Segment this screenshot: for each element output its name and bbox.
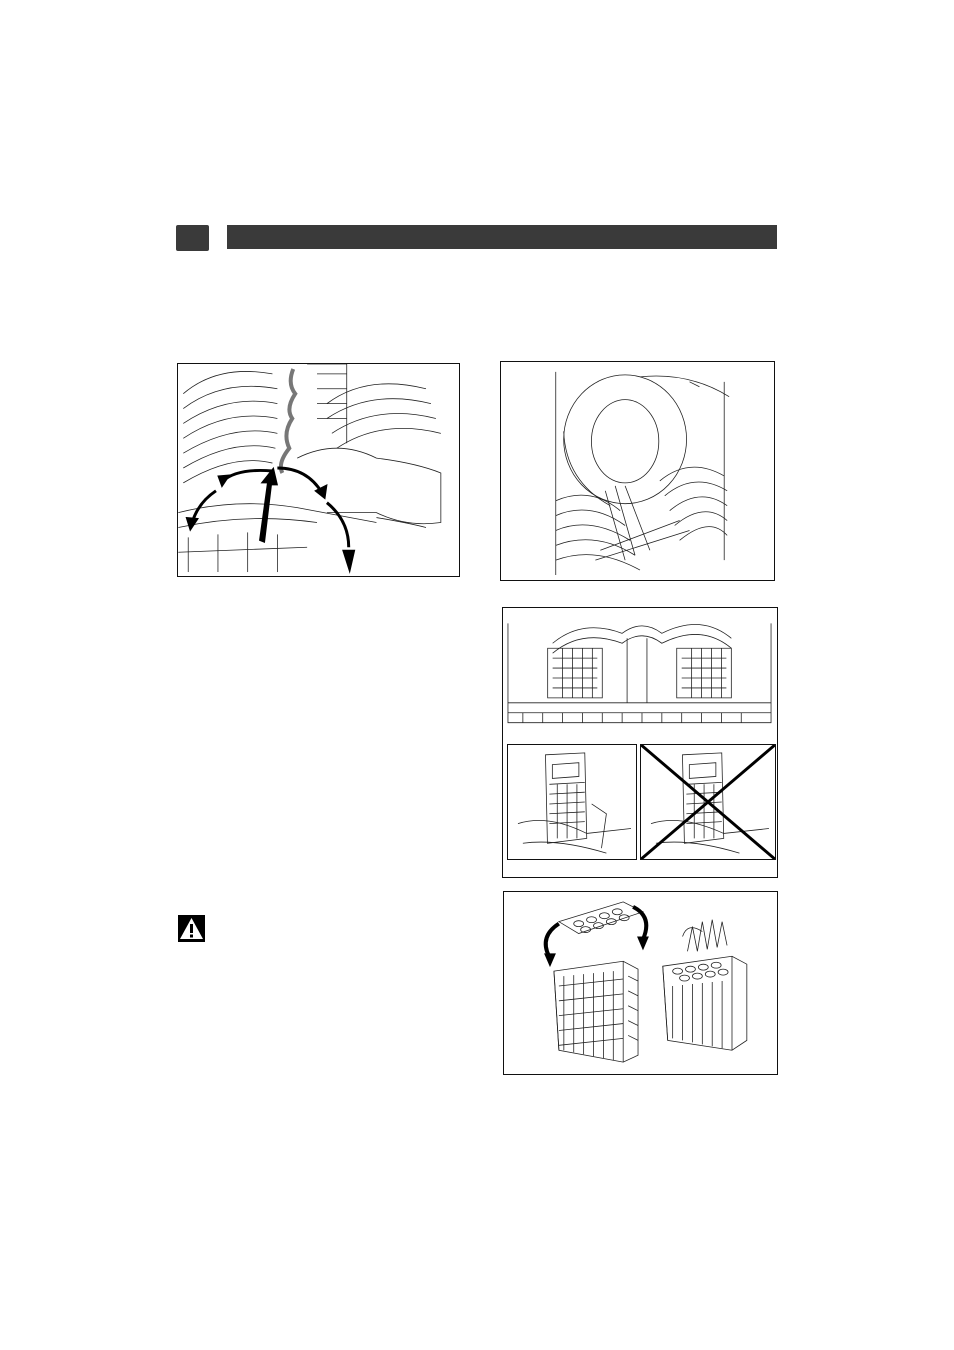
page-number-box	[176, 225, 209, 251]
basket-lid-drawing	[543, 901, 748, 1063]
incorrect-basket-drawing	[641, 745, 775, 859]
correct-basket-position	[507, 744, 637, 860]
section-header-bar	[227, 225, 777, 249]
plate-loaded-in-upper-rack-illustration	[500, 361, 775, 581]
fold-down-plate-support-illustration	[177, 363, 460, 577]
warning-triangle-icon	[178, 915, 205, 942]
plate-rack-drawing	[555, 371, 730, 576]
wrong-cross-icon	[641, 745, 775, 859]
rack-hand-drawing	[178, 364, 442, 574]
cutlery-basket-placement-illustration	[502, 607, 778, 878]
rack-with-baskets-drawing	[507, 623, 772, 724]
cutlery-basket-grid-illustration	[503, 891, 778, 1075]
correct-basket-drawing	[517, 752, 632, 854]
incorrect-basket-position	[640, 744, 776, 860]
